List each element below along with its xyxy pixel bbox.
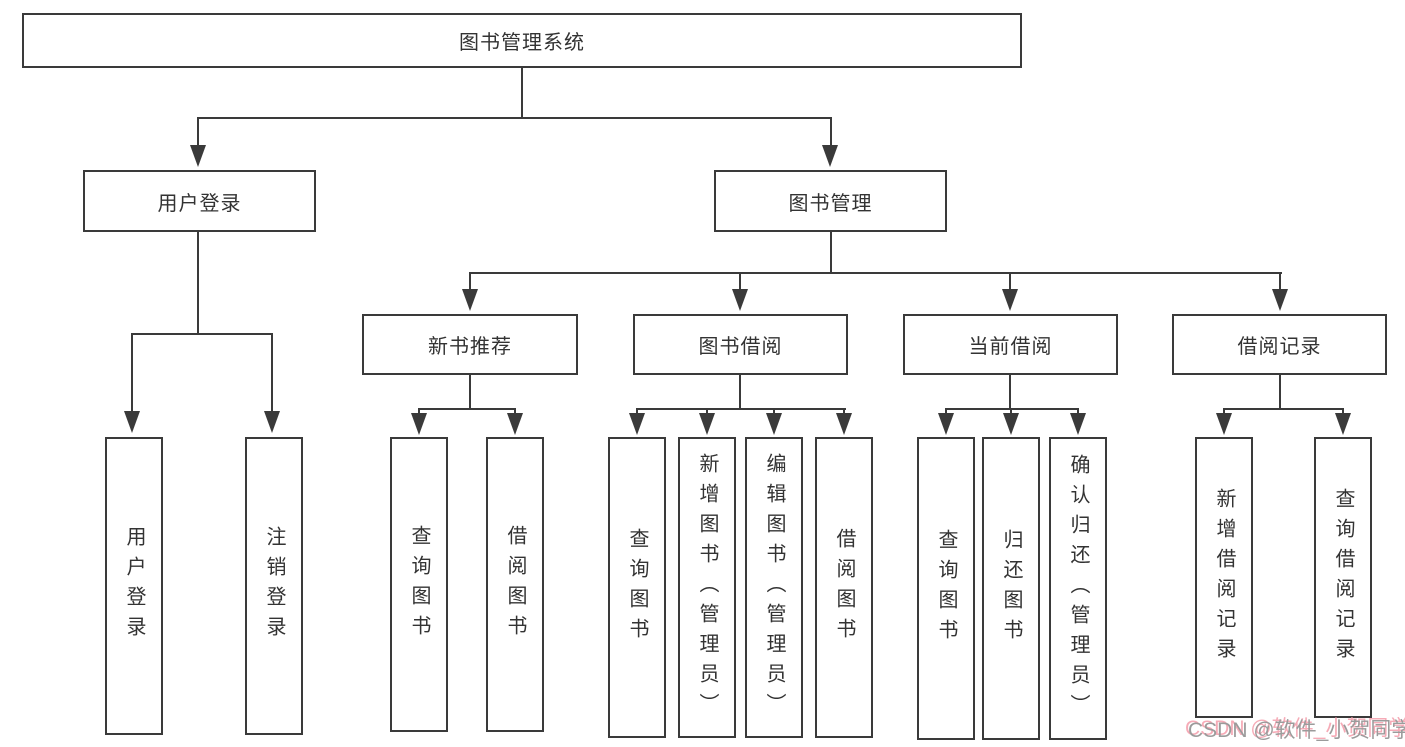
arrow-down-icon	[629, 413, 645, 435]
node-label: 查询借阅记录	[1332, 487, 1354, 668]
arrow-down-icon	[411, 413, 427, 435]
arrow-down-icon	[1335, 413, 1351, 435]
connector-line	[706, 408, 708, 415]
node-label: 用户登录	[123, 526, 145, 646]
connector-line	[514, 408, 516, 415]
leaf-logout: 注销登录	[245, 437, 303, 735]
arrow-down-icon	[124, 411, 140, 433]
connector-line	[469, 374, 471, 409]
leaf-add-books-admin: 新增图书（管理员）	[678, 437, 736, 738]
node-label: 查询图书	[408, 524, 430, 645]
node-label: 新增图书（管理员）	[696, 452, 718, 723]
node-label: 新增借阅记录	[1213, 487, 1235, 668]
arrow-down-icon	[507, 413, 523, 435]
connector-line	[1223, 408, 1344, 410]
arrow-down-icon	[1216, 413, 1232, 435]
node-label: 确认归还（管理员）	[1067, 453, 1089, 724]
leaf-edit-books-admin: 编辑图书（管理员）	[745, 437, 803, 738]
connector-line	[197, 117, 832, 119]
connector-line	[830, 117, 832, 145]
node-label: 图书管理系统	[459, 32, 585, 54]
connector-line	[418, 408, 420, 415]
node-current-borrowing: 当前借阅	[903, 314, 1118, 375]
connector-line	[739, 374, 741, 409]
connector-line	[843, 408, 845, 415]
connector-line	[830, 232, 832, 273]
connector-line	[945, 408, 1079, 410]
connector-line	[271, 333, 273, 411]
connector-line	[1342, 408, 1344, 415]
arrow-down-icon	[1003, 413, 1019, 435]
arrow-down-icon	[732, 289, 748, 311]
leaf-return-books: 归还图书	[982, 437, 1040, 740]
arrow-down-icon	[1272, 289, 1288, 311]
connector-line	[418, 408, 516, 410]
connector-line	[469, 272, 471, 290]
node-borrowing-records: 借阅记录	[1172, 314, 1387, 375]
node-label: 当前借阅	[968, 336, 1053, 358]
connector-line	[636, 408, 846, 410]
csdn-watermark: CSDN @软件_小贺同学	[1188, 719, 1405, 742]
leaf-borrow-books: 借阅图书	[486, 437, 544, 732]
connector-line	[1279, 374, 1281, 409]
connector-line	[197, 232, 199, 334]
connector-line	[1010, 408, 1012, 415]
connector-line	[1223, 408, 1225, 415]
connector-line	[469, 272, 1282, 274]
connector-line	[1077, 408, 1079, 415]
connector-line	[131, 333, 133, 411]
node-user-login: 用户登录	[83, 170, 316, 232]
arrow-down-icon	[699, 413, 715, 435]
node-label: 查询图书	[626, 527, 648, 648]
connector-line	[521, 68, 523, 118]
connector-line	[1279, 272, 1281, 290]
leaf-query-books: 查询图书	[390, 437, 448, 732]
node-new-book-recommend: 新书推荐	[362, 314, 578, 375]
arrow-down-icon	[836, 413, 852, 435]
arrow-down-icon	[190, 145, 206, 167]
node-label: 图书管理	[788, 192, 873, 215]
leaf-query-books: 查询图书	[608, 437, 666, 738]
arrow-down-icon	[938, 413, 954, 435]
node-label: 借阅图书	[833, 527, 855, 648]
arrow-down-icon	[1070, 413, 1086, 435]
leaf-borrow-books: 借阅图书	[815, 437, 873, 738]
leaf-query-books: 查询图书	[917, 437, 975, 740]
leaf-confirm-return-admin: 确认归还（管理员）	[1049, 437, 1107, 740]
arrow-down-icon	[462, 289, 478, 311]
node-book-management: 图书管理	[714, 170, 947, 232]
connector-line	[197, 117, 199, 145]
arrow-down-icon	[1002, 289, 1018, 311]
connector-line	[1009, 272, 1011, 290]
connector-line	[945, 408, 947, 415]
connector-line	[739, 272, 741, 290]
node-label: 新书推荐	[428, 336, 512, 358]
connector-line	[131, 333, 273, 335]
node-root-system: 图书管理系统	[22, 13, 1022, 68]
node-label: 查询图书	[935, 528, 957, 649]
node-label: 借阅图书	[504, 524, 526, 645]
connector-line	[773, 408, 775, 415]
leaf-add-borrow-record: 新增借阅记录	[1195, 437, 1253, 718]
node-label: 用户登录	[157, 192, 242, 215]
arrow-down-icon	[766, 413, 782, 435]
node-label: 图书借阅	[698, 336, 783, 358]
node-label: 归还图书	[1000, 528, 1022, 649]
arrow-down-icon	[264, 411, 280, 433]
node-book-borrowing: 图书借阅	[633, 314, 848, 375]
node-label: 编辑图书（管理员）	[763, 452, 785, 723]
connector-line	[1009, 374, 1011, 409]
leaf-user-login: 用户登录	[105, 437, 163, 735]
node-label: 注销登录	[263, 526, 285, 646]
node-label: 借阅记录	[1237, 336, 1322, 358]
connector-line	[636, 408, 638, 415]
arrow-down-icon	[822, 145, 838, 167]
leaf-query-borrow-record: 查询借阅记录	[1314, 437, 1372, 718]
